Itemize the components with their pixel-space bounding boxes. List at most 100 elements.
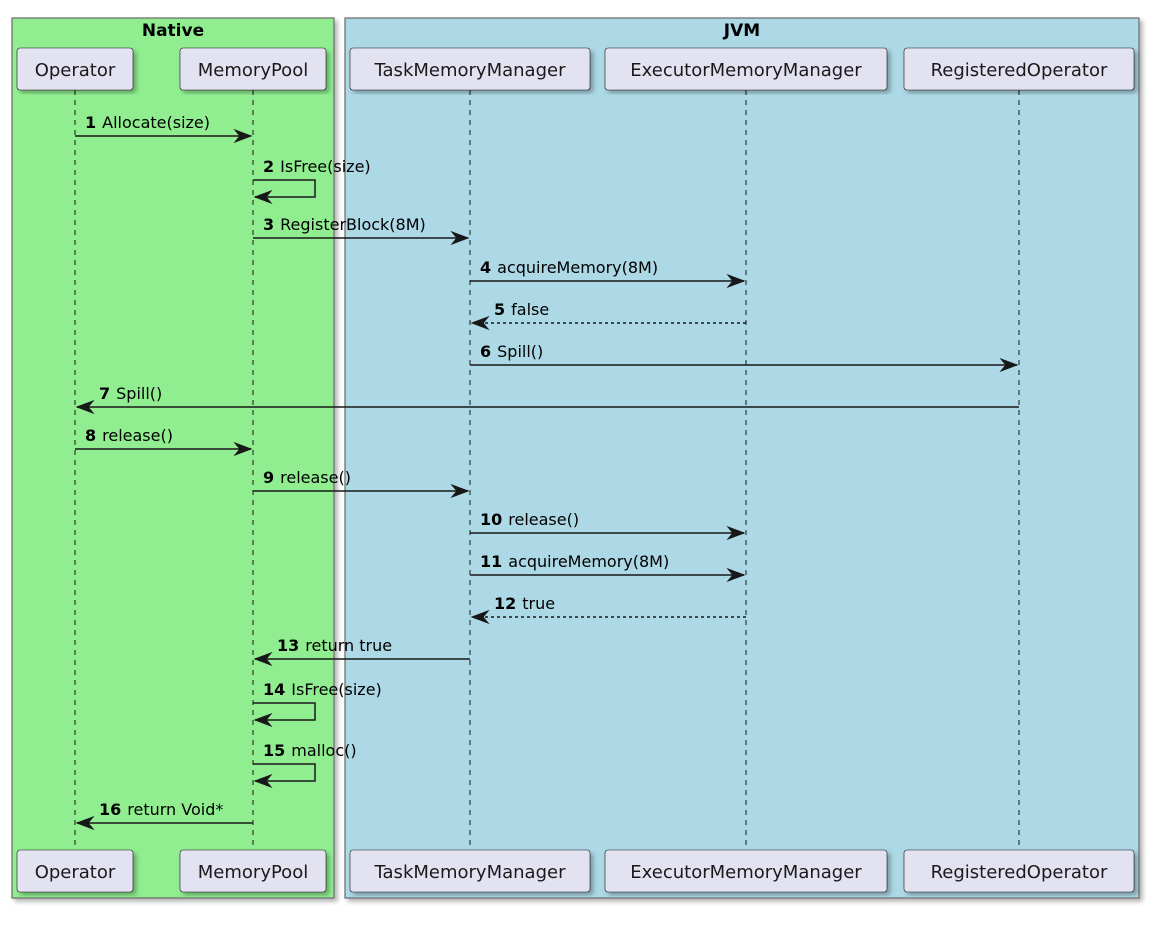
participant-taskmemorymanager-top[interactable]: TaskMemoryManager xyxy=(349,47,591,91)
box-jvm-title: JVM xyxy=(723,21,760,41)
arrow-head xyxy=(999,357,1019,373)
message-number: 5 xyxy=(494,300,505,319)
participant-label: RegisteredOperator xyxy=(931,60,1108,81)
participant-taskmemorymanager-bottom[interactable]: TaskMemoryManager xyxy=(349,849,591,893)
message-label: 2 IsFree(size) xyxy=(263,157,371,176)
message-line xyxy=(253,763,316,782)
message-text: acquireMemory(8M) xyxy=(508,552,669,571)
arrow-head xyxy=(253,773,273,789)
message-1: 1 Allocate(size) xyxy=(75,113,253,144)
message-line xyxy=(253,702,316,721)
participant-registeredoperator-bottom[interactable]: RegisteredOperator xyxy=(903,849,1135,893)
arrow-head xyxy=(253,712,273,728)
message-number: 11 xyxy=(480,552,502,571)
participant-box xyxy=(903,849,1135,893)
participant-box xyxy=(604,849,888,893)
message-label: 9 release() xyxy=(263,468,351,487)
message-text: release() xyxy=(102,426,173,445)
participant-box xyxy=(349,849,591,893)
participant-label: Operator xyxy=(35,862,116,883)
message-number: 10 xyxy=(480,510,502,529)
participant-label: RegisteredOperator xyxy=(931,862,1108,883)
message-2: 2 IsFree(size) xyxy=(253,157,371,205)
participant-box xyxy=(179,47,327,91)
message-text: acquireMemory(8M) xyxy=(497,258,658,277)
message-14: 14 IsFree(size) xyxy=(253,680,382,728)
message-number: 1 xyxy=(85,113,96,132)
message-number: 13 xyxy=(277,636,299,655)
participant-label: MemoryPool xyxy=(198,60,308,81)
message-label: 6 Spill() xyxy=(480,342,543,361)
participant-registeredoperator-top[interactable]: RegisteredOperator xyxy=(903,47,1135,91)
participant-label: ExecutorMemoryManager xyxy=(630,862,862,883)
participant-box xyxy=(349,47,591,91)
message-label: 12 true xyxy=(494,594,555,613)
message-number: 14 xyxy=(263,680,285,699)
arrow-head xyxy=(75,815,95,831)
arrow-head xyxy=(450,230,470,246)
box-jvm: JVM xyxy=(344,17,1140,899)
participant-label: TaskMemoryManager xyxy=(374,60,567,81)
message-line xyxy=(253,179,316,198)
message-text: IsFree(size) xyxy=(280,157,371,176)
participant-executormemorymanager-bottom[interactable]: ExecutorMemoryManager xyxy=(604,849,888,893)
arrow-head xyxy=(726,567,746,583)
participant-box xyxy=(16,849,134,893)
message-text: true xyxy=(522,594,555,613)
message-13: 13 return true xyxy=(253,636,470,667)
message-label: 5 false xyxy=(494,300,549,319)
participant-operator-top[interactable]: Operator xyxy=(16,47,134,91)
message-text: RegisterBlock(8M) xyxy=(280,215,426,234)
box-native-background xyxy=(11,17,335,899)
message-number: 9 xyxy=(263,468,274,487)
message-text: release() xyxy=(280,468,351,487)
message-text: return true xyxy=(305,636,392,655)
participant-operator-bottom[interactable]: Operator xyxy=(16,849,134,893)
box-native: Native xyxy=(11,17,335,899)
message-number: 4 xyxy=(480,258,491,277)
message-5: 5 false xyxy=(470,300,746,331)
message-label: 11 acquireMemory(8M) xyxy=(480,552,669,571)
participant-executormemorymanager-top[interactable]: ExecutorMemoryManager xyxy=(604,47,888,91)
arrow-head xyxy=(233,128,253,144)
arrow-head xyxy=(470,609,490,625)
message-number: 15 xyxy=(263,741,285,760)
message-text: Allocate(size) xyxy=(102,113,210,132)
message-number: 16 xyxy=(99,800,121,819)
message-number: 12 xyxy=(494,594,516,613)
participant-memorypool-top[interactable]: MemoryPool xyxy=(179,47,327,91)
arrow-head xyxy=(75,399,95,415)
message-label: 10 release() xyxy=(480,510,579,529)
participant-label: MemoryPool xyxy=(198,862,308,883)
message-label: 14 IsFree(size) xyxy=(263,680,382,699)
message-10: 10 release() xyxy=(470,510,746,541)
participant-box xyxy=(903,47,1135,91)
arrow-head xyxy=(470,315,490,331)
participant-box xyxy=(16,47,134,91)
box-native-title: Native xyxy=(142,21,204,41)
message-number: 2 xyxy=(263,157,274,176)
arrow-head xyxy=(233,441,253,457)
message-number: 6 xyxy=(480,342,491,361)
message-label: 4 acquireMemory(8M) xyxy=(480,258,658,277)
participant-label: Operator xyxy=(35,60,116,81)
message-text: false xyxy=(511,300,549,319)
message-text: Spill() xyxy=(497,342,543,361)
message-6: 6 Spill() xyxy=(470,342,1019,373)
arrow-head xyxy=(450,483,470,499)
arrow-head xyxy=(253,189,273,205)
message-text: release() xyxy=(508,510,579,529)
participant-memorypool-bottom[interactable]: MemoryPool xyxy=(179,849,327,893)
message-text: IsFree(size) xyxy=(291,680,382,699)
message-number: 7 xyxy=(99,384,110,403)
participant-label: ExecutorMemoryManager xyxy=(630,60,862,81)
